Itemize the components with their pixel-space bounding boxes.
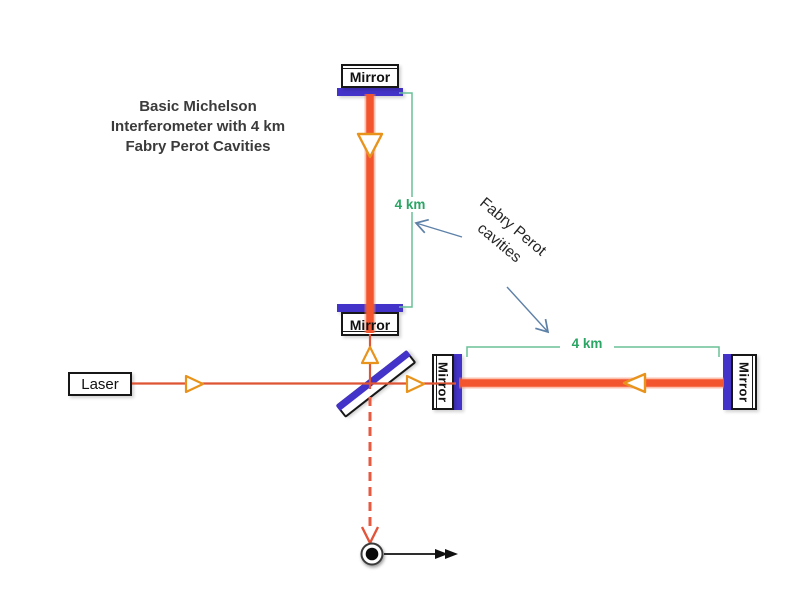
- mirror-right-near-label: Mirror: [435, 361, 451, 403]
- arrow-cavity-down: [356, 132, 384, 159]
- diagram-title: Basic Michelson Interferometer with 4 km…: [110, 98, 286, 155]
- mirror-right-far: [723, 354, 757, 410]
- signal-arrowhead-1: [435, 549, 448, 559]
- arrow-cavity-left: [622, 372, 647, 394]
- mirror-middle-label: Mirror: [349, 316, 391, 333]
- mirror-right-far-label: Mirror: [736, 361, 752, 403]
- arrow-splitter-up: [360, 345, 380, 365]
- photodetector-core: [365, 547, 379, 561]
- arrow-splitter-right: [405, 374, 426, 394]
- mirror-top-body: [341, 64, 399, 88]
- callout-arrow-to-vertical-cavity: [414, 218, 463, 238]
- mirror-right-far-body: [731, 354, 757, 410]
- laser-box: Laser: [68, 372, 132, 396]
- arrow-output-down: [360, 526, 380, 545]
- mirror-right-far-coating: [723, 354, 731, 410]
- mirror-top-label: Mirror: [349, 68, 391, 85]
- mirror-right-near-body: [432, 354, 454, 410]
- callout-arrow-to-horizontal-cavity: [506, 286, 550, 334]
- arrow-laser-right: [184, 374, 205, 394]
- laser-label: Laser: [81, 375, 119, 393]
- mirror-top: [337, 64, 403, 96]
- mirror-top-coating: [337, 88, 403, 96]
- photodetector: [360, 542, 384, 566]
- mirror-right-near-coating: [454, 354, 462, 410]
- signal-arrowhead-2: [445, 549, 458, 559]
- mirror-right-near: [432, 354, 462, 410]
- vertical-cavity-length-label: 4 km: [386, 197, 434, 212]
- horizontal-cavity-length-label: 4 km: [560, 336, 614, 351]
